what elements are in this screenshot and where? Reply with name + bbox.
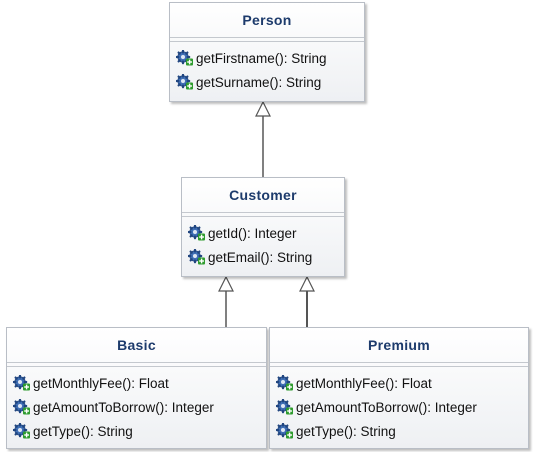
operation-item[interactable]: getMonthlyFee(): Float (13, 371, 266, 395)
class-name: Basic (117, 337, 156, 353)
edge-basic-to-customer (218, 275, 234, 327)
operations-compartment: getMonthlyFee(): Float getAmountToBorrow… (270, 367, 528, 443)
operation-signature: getEmail(): String (208, 249, 313, 265)
attributes-compartment (270, 362, 528, 367)
public-operation-gear-icon (188, 224, 205, 242)
inheritance-arrowhead-icon (255, 100, 271, 117)
public-operation-gear-icon (176, 49, 193, 67)
class-person[interactable]: Person getFirstname(): String getSurname… (169, 2, 365, 102)
attributes-compartment (7, 362, 266, 367)
operation-signature: getAmountToBorrow(): Integer (33, 399, 214, 415)
class-name: Person (242, 12, 292, 28)
public-operation-gear-icon (276, 422, 293, 440)
public-operation-gear-icon (176, 73, 193, 91)
operation-item[interactable]: getId(): Integer (188, 221, 344, 245)
inheritance-arrowhead-icon (218, 275, 234, 292)
operation-item[interactable]: getType(): String (276, 419, 528, 443)
edge-premium-to-customer (299, 275, 315, 327)
edge-customer-to-person (255, 100, 271, 177)
operations-compartment: getMonthlyFee(): Float getAmountToBorrow… (7, 367, 266, 443)
class-customer[interactable]: Customer getId(): Integer getEmail(): St… (181, 177, 345, 277)
class-premium[interactable]: Premium getMonthlyFee(): Float getAmount… (269, 327, 529, 449)
operation-signature: getType(): String (33, 423, 133, 439)
operation-item[interactable]: getSurname(): String (176, 70, 364, 94)
operation-signature: getSurname(): String (196, 74, 322, 90)
operation-item[interactable]: getFirstname(): String (176, 46, 364, 70)
inheritance-arrowhead-icon (299, 275, 315, 292)
public-operation-gear-icon (13, 422, 30, 440)
attributes-compartment (182, 212, 344, 217)
operation-item[interactable]: getAmountToBorrow(): Integer (13, 395, 266, 419)
operation-signature: getId(): Integer (208, 225, 297, 241)
operation-signature: getMonthlyFee(): Float (296, 375, 432, 391)
public-operation-gear-icon (188, 248, 205, 266)
operation-item[interactable]: getType(): String (13, 419, 266, 443)
operations-compartment: getId(): Integer getEmail(): String (182, 217, 344, 269)
public-operation-gear-icon (13, 374, 30, 392)
operation-signature: getFirstname(): String (196, 50, 327, 66)
operation-signature: getMonthlyFee(): Float (33, 375, 169, 391)
operation-item[interactable]: getEmail(): String (188, 245, 344, 269)
operation-signature: getAmountToBorrow(): Integer (296, 399, 477, 415)
public-operation-gear-icon (276, 398, 293, 416)
attributes-compartment (170, 37, 364, 42)
class-basic[interactable]: Basic getMonthlyFee(): Float getAmountTo… (6, 327, 267, 449)
operations-compartment: getFirstname(): String getSurname(): Str… (170, 42, 364, 94)
class-name: Customer (229, 187, 297, 203)
public-operation-gear-icon (276, 374, 293, 392)
class-name: Premium (367, 337, 430, 353)
operation-item[interactable]: getAmountToBorrow(): Integer (276, 395, 528, 419)
operation-item[interactable]: getMonthlyFee(): Float (276, 371, 528, 395)
public-operation-gear-icon (13, 398, 30, 416)
operation-signature: getType(): String (296, 423, 396, 439)
